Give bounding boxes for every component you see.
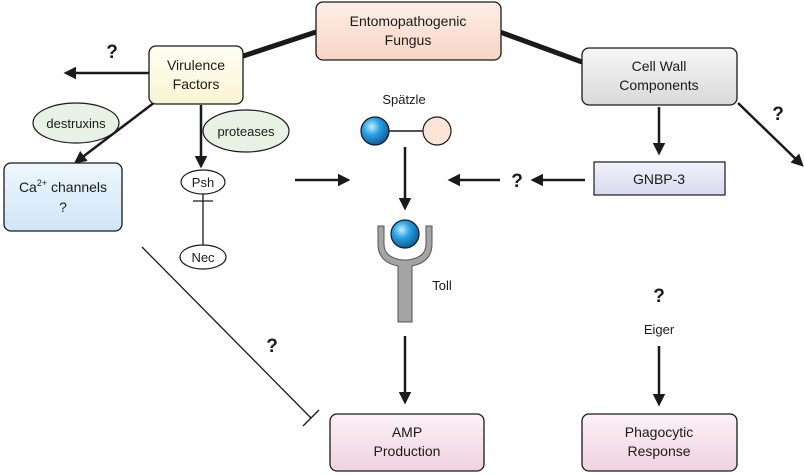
gnbp3-label: GNBP-3 xyxy=(633,171,685,187)
spatzle-blue-ball xyxy=(360,116,390,146)
fungus-to-cellwall-connector xyxy=(499,29,583,65)
proteases-label: proteases xyxy=(217,124,275,139)
virulence-factors-node: Virulence Factors xyxy=(148,45,244,105)
virulence-to-ca-arrow xyxy=(74,101,156,164)
psh-label: Psh xyxy=(192,175,214,190)
ca-rest: channels xyxy=(47,179,107,195)
spatzle-label: Spätzle xyxy=(382,92,425,107)
amp-production-node: AMP Production xyxy=(329,413,485,472)
cell-wall-node: Cell Wall Components xyxy=(581,47,738,106)
toll-bound-ball xyxy=(390,219,420,249)
destruxins-label: destruxins xyxy=(46,116,106,131)
psh-node: Psh xyxy=(180,169,226,195)
toll-receptor-node: Toll xyxy=(377,219,452,323)
nec-node: Nec xyxy=(179,244,227,270)
ca-channels-question: ? xyxy=(59,199,67,215)
destruxins-node: destruxins xyxy=(32,102,120,144)
fungus-node: Entomopathogenic Fungus xyxy=(315,1,502,61)
fungus-label-line2: Fungus xyxy=(385,32,432,48)
inhibition-bar-to-amp xyxy=(302,409,320,427)
toll-label: Toll xyxy=(432,278,452,293)
question-mark-virulence: ? xyxy=(106,42,118,63)
amp-label-line1: AMP xyxy=(392,424,422,440)
question-mark-inhibition: ? xyxy=(266,336,278,357)
question-mark-gnbp3: ? xyxy=(511,171,523,192)
fungus-label-line1: Entomopathogenic xyxy=(350,13,467,29)
spatzle-peach-ball xyxy=(422,116,452,146)
amp-label-line2: Production xyxy=(374,443,441,459)
ca-channels-node: Ca2+ channels ? xyxy=(3,162,123,232)
eiger-label: Eiger xyxy=(644,322,675,337)
phagocytic-response-node: Phagocytic Response xyxy=(581,413,738,472)
ca-channels-label: Ca2+ channels xyxy=(19,178,107,195)
proteases-node: proteases xyxy=(202,109,290,153)
ca-superscript: 2+ xyxy=(37,178,47,188)
cell-wall-label-line2: Components xyxy=(619,77,698,93)
phagocytic-label-line2: Response xyxy=(627,443,690,459)
inhibition-line-to-amp xyxy=(141,246,312,419)
gnbp3-node: GNBP-3 xyxy=(593,161,726,196)
nec-label: Nec xyxy=(191,250,215,265)
virulence-label-line2: Factors xyxy=(173,76,220,92)
virulence-label-line1: Virulence xyxy=(167,57,225,73)
cellwall-right-arrow xyxy=(737,102,804,167)
cell-wall-label-line1: Cell Wall xyxy=(632,58,687,74)
spatzle-node: Spätzle xyxy=(360,92,452,146)
question-mark-eiger: ? xyxy=(653,286,665,307)
phagocytic-label-line1: Phagocytic xyxy=(625,424,693,440)
question-mark-cellwall: ? xyxy=(772,104,784,125)
ca-base: Ca xyxy=(19,179,37,195)
